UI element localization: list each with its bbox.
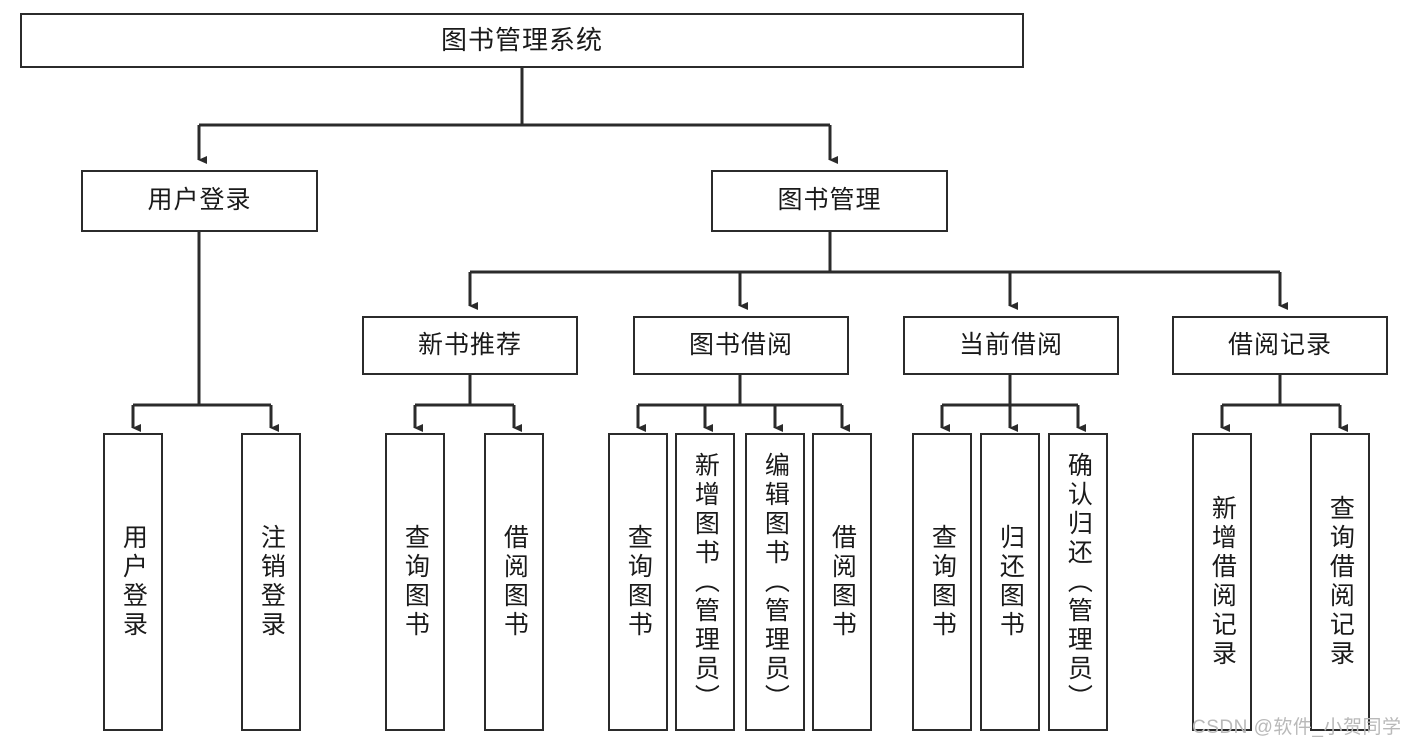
node-book-borrow[interactable]: 图书借阅 [633,316,849,375]
node-user-login[interactable]: 用户登录 [81,170,318,232]
leaf-borrow-book-2-label: 借阅图书 [828,524,857,640]
leaf-add-record-label: 新增借阅记录 [1208,495,1237,669]
leaf-confirm-return[interactable]: 确认归还（管理员） [1048,433,1108,731]
leaf-return-book[interactable]: 归还图书 [980,433,1040,731]
node-book-borrow-label: 图书借阅 [688,330,793,359]
leaf-add-book-label: 新增图书（管理员） [691,451,720,713]
leaf-borrow-book-1[interactable]: 借阅图书 [484,433,544,731]
leaf-user-login[interactable]: 用户登录 [103,433,163,731]
leaf-logout-login-label: 注销登录 [257,524,286,640]
leaf-borrow-book-1-label: 借阅图书 [500,524,529,640]
leaf-add-record[interactable]: 新增借阅记录 [1192,433,1252,731]
leaf-return-book-label: 归还图书 [996,524,1025,640]
node-user-login-label: 用户登录 [147,186,252,215]
leaf-query-book-3[interactable]: 查询图书 [912,433,972,731]
node-book-management[interactable]: 图书管理 [711,170,948,232]
leaf-user-login-label: 用户登录 [119,524,148,640]
leaf-edit-book[interactable]: 编辑图书（管理员） [745,433,805,731]
leaf-query-book-1[interactable]: 查询图书 [385,433,445,731]
node-root-system-label: 图书管理系统 [440,25,603,56]
node-new-book-recommend[interactable]: 新书推荐 [362,316,578,375]
leaf-add-book[interactable]: 新增图书（管理员） [675,433,735,731]
csdn-watermark: CSDN @软件_小贺同学 [1192,717,1402,738]
leaf-edit-book-label: 编辑图书（管理员） [761,451,790,713]
leaf-query-book-2-label: 查询图书 [624,524,653,640]
leaf-query-book-2[interactable]: 查询图书 [608,433,668,731]
leaf-borrow-book-2[interactable]: 借阅图书 [812,433,872,731]
leaf-logout-login[interactable]: 注销登录 [241,433,301,731]
node-book-management-label: 图书管理 [777,186,882,215]
leaf-query-record-label: 查询借阅记录 [1326,495,1355,669]
leaf-query-book-3-label: 查询图书 [928,524,957,640]
leaf-confirm-return-label: 确认归还（管理员） [1064,451,1093,713]
node-borrow-record[interactable]: 借阅记录 [1172,316,1388,375]
leaf-query-book-1-label: 查询图书 [401,524,430,640]
leaf-query-record[interactable]: 查询借阅记录 [1310,433,1370,731]
node-root-system[interactable]: 图书管理系统 [20,13,1024,68]
node-current-borrow[interactable]: 当前借阅 [903,316,1119,375]
node-new-book-recommend-label: 新书推荐 [417,330,522,359]
node-borrow-record-label: 借阅记录 [1227,330,1332,359]
node-current-borrow-label: 当前借阅 [958,330,1063,359]
